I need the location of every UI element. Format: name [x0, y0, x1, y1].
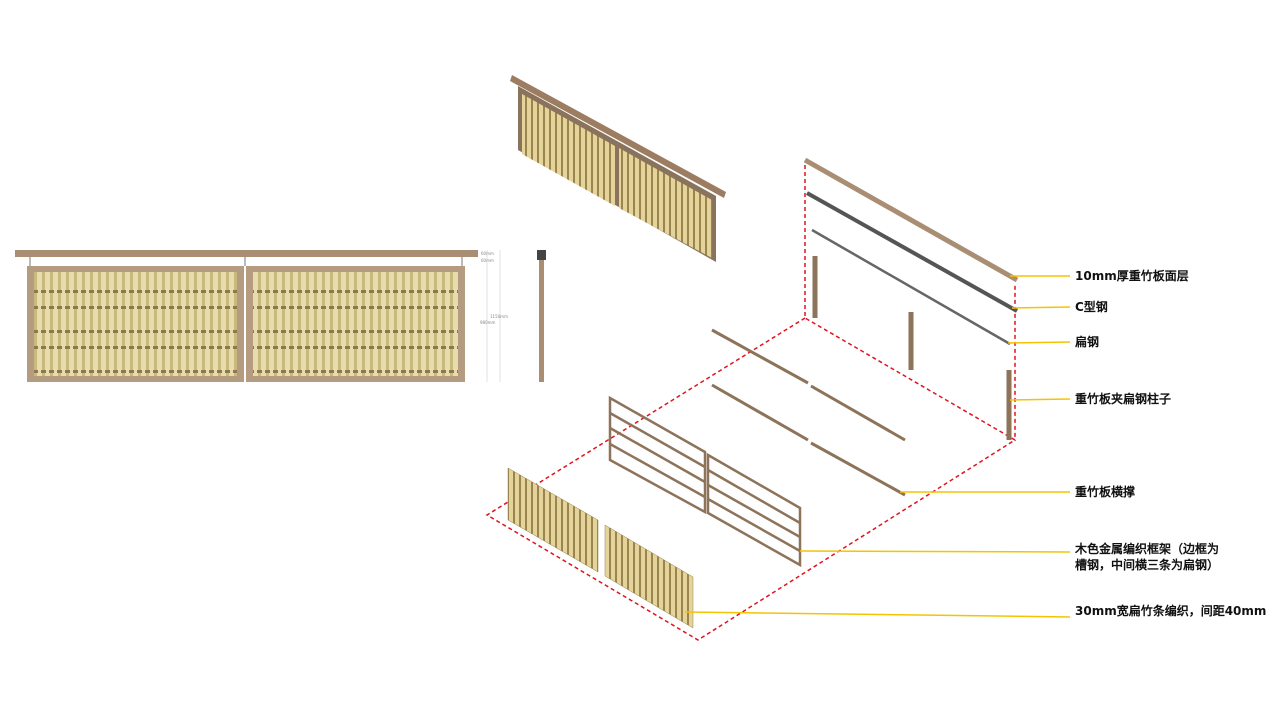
label-metal-frame-line2: 槽钢，中间横三条为扁钢）: [1075, 558, 1220, 572]
label-metal-frame-line1: 木色金属编织框架（边框为: [1075, 542, 1220, 556]
side-section: [537, 250, 546, 382]
metal-frames: [608, 395, 802, 568]
label-flat-steel: 扁钢: [1075, 335, 1100, 349]
dim-60-b: 60mm: [481, 258, 494, 263]
dim-1150: 1150mm: [490, 314, 508, 319]
cross-braces: [711, 328, 906, 497]
label-post: 重竹板夹扁钢柱子: [1075, 392, 1172, 406]
label-bamboo-weave: 30mm宽扁竹条编织，间距40mm: [1075, 604, 1267, 618]
exploded-view: [485, 157, 1071, 641]
leader-lines: [684, 275, 1071, 618]
label-c-steel: C型钢: [1075, 300, 1108, 314]
front-elevation: 60mm 60mm 1150mm 980mm: [15, 250, 508, 382]
label-bamboo-top-layer: 10mm厚重竹板面层: [1075, 269, 1189, 283]
bamboo-weaves: [507, 467, 694, 629]
flat-steel: [811, 228, 1011, 346]
iso-view: [510, 75, 726, 262]
label-cross-brace: 重竹板横撑: [1075, 485, 1136, 499]
c-steel: [806, 191, 1018, 313]
posts: [812, 256, 1012, 440]
top-rail: [803, 157, 1019, 283]
dashed-outline: [485, 165, 1016, 641]
dim-980: 980mm: [480, 320, 496, 325]
dim-60-a: 60mm: [481, 251, 494, 256]
label-metal-frame: 木色金属编织框架（边框为 槽钢，中间横三条为扁钢）: [1075, 541, 1219, 573]
